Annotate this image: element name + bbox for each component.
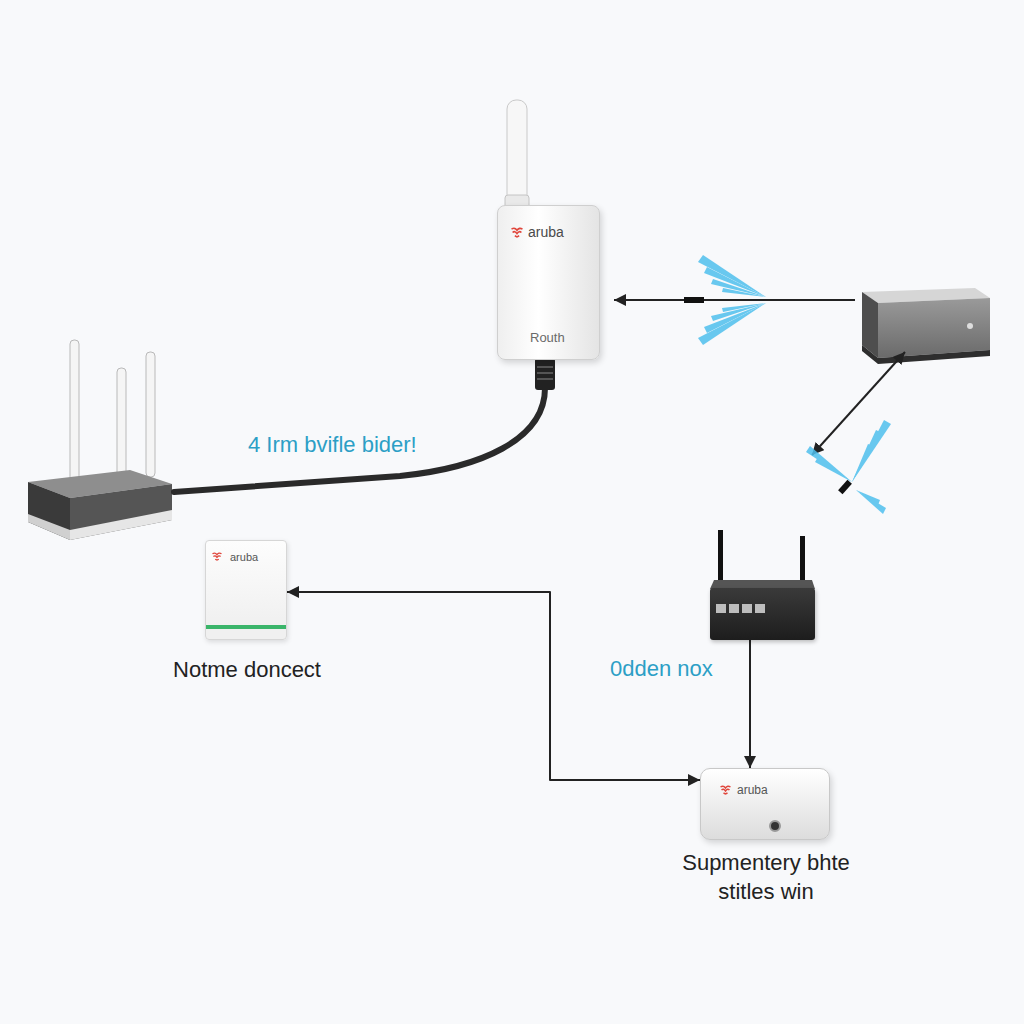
brand-text: aruba (528, 224, 564, 241)
device-label: 0dden nox (610, 656, 713, 682)
connector-arrow (287, 592, 700, 780)
access-point: arubaSupmentery bhte stitles win (700, 768, 830, 840)
wireless-link (806, 352, 905, 514)
connector-arrow (749, 640, 751, 768)
client-device (862, 288, 990, 364)
cable-label: 4 Irm bvifle bider! (248, 432, 417, 458)
brand-logo (213, 553, 222, 560)
router-antennas (710, 530, 815, 592)
access-point: arubaNotme doncect (205, 540, 287, 640)
brand-logo (512, 228, 523, 237)
device-caption: Supmentery bhte stitles win (661, 849, 871, 906)
device-label: Notme doncect (137, 656, 357, 685)
model-text: Routh (530, 330, 565, 346)
brand-text: aruba (230, 551, 258, 564)
router-illustration (28, 340, 172, 540)
ethernet-ports (716, 604, 765, 613)
ethernet-cable (174, 358, 555, 492)
wireless-link (614, 255, 855, 345)
router-box: 0dden nox (710, 588, 815, 640)
ap-antenna (505, 100, 529, 212)
access-point: arubaRouth (497, 205, 600, 360)
brand-text: aruba (737, 783, 768, 797)
status-led (770, 821, 780, 831)
brand-logo (721, 786, 731, 794)
